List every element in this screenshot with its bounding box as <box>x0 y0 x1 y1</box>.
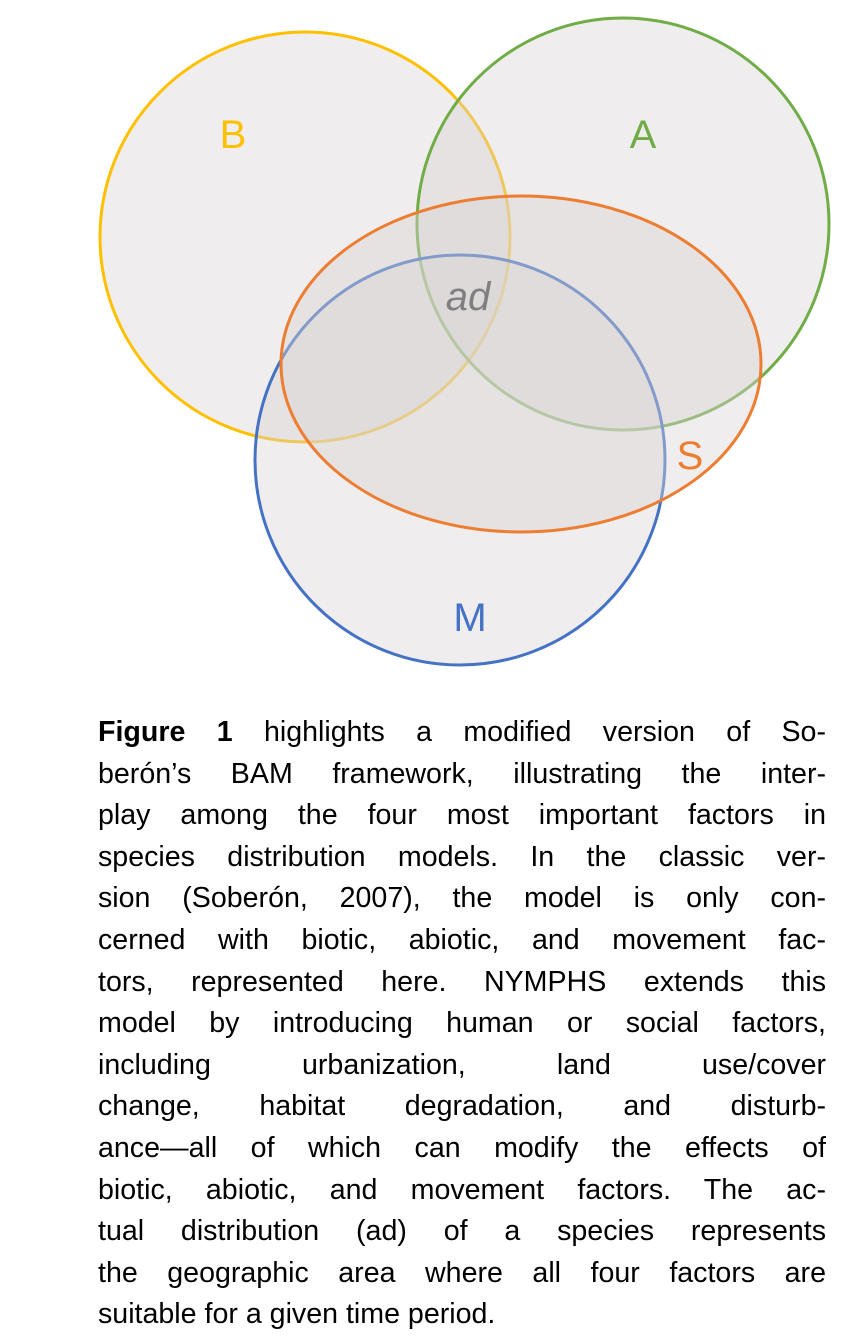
caption-line: Figure 1 highlights a modified version o… <box>98 712 826 754</box>
caption-line: tors, represented here. NYMPHS extends t… <box>98 965 826 998</box>
caption-line: cerned with biotic, abiotic, and movemen… <box>98 923 826 956</box>
label-b: B <box>220 113 247 157</box>
caption-line: suitable for a given time period. <box>98 1298 496 1331</box>
label-m: M <box>453 596 486 640</box>
bam-venn-diagram: B A S M ad <box>98 16 831 667</box>
label-s: S <box>677 434 704 478</box>
caption-line: change, habitat degradation, and disturb… <box>98 1090 826 1123</box>
label-ad: ad <box>446 275 492 319</box>
circle-b-biotic <box>98 30 512 444</box>
caption-line: berón’s BAM framework, illustrating the … <box>98 757 826 790</box>
circle-m-movement <box>253 253 667 667</box>
caption-line: the geographic area where all four facto… <box>98 1256 826 1289</box>
label-a: A <box>630 113 657 157</box>
circle-a-abiotic <box>415 16 831 432</box>
caption-line: tual distribution (ad) of a species repr… <box>98 1215 826 1248</box>
caption-line: play among the four most important facto… <box>98 799 826 832</box>
caption-bold-lead: Figure 1 <box>98 716 233 748</box>
figure-caption: Figure 1 highlights a modified version o… <box>98 712 826 1336</box>
caption-line: sion (Soberón, 2007), the model is only … <box>98 882 826 915</box>
caption-line: ance—all of which can modify the effects… <box>98 1131 826 1164</box>
caption-line: species distribution models. In the clas… <box>98 840 826 873</box>
caption-line: biotic, abiotic, and movement factors. T… <box>98 1173 826 1206</box>
ellipse-s-social <box>279 194 763 534</box>
caption-line: model by introducing human or social fac… <box>98 1007 826 1040</box>
caption-text: highlights a modified version of So- <box>232 716 826 748</box>
caption-line: including urbanization, land use/cover <box>98 1048 826 1081</box>
